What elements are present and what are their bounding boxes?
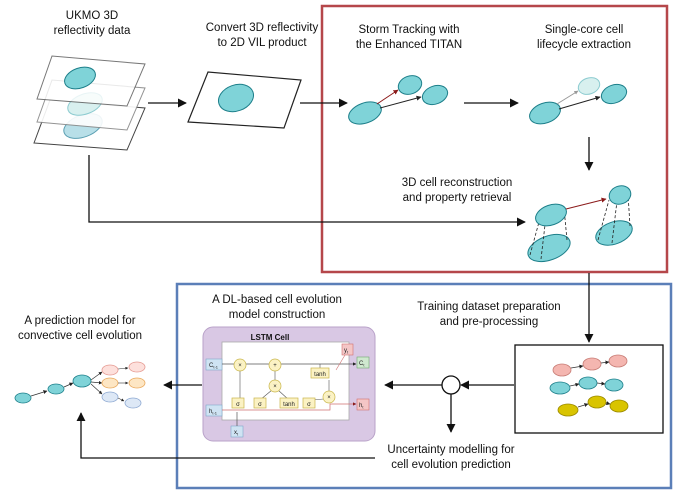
lstm-mult-1: × bbox=[238, 363, 242, 369]
reflectivity-stack bbox=[33, 55, 146, 151]
recon-label-line2: and property retrieval bbox=[403, 192, 512, 204]
arrow-stack-to-recon bbox=[88, 155, 526, 227]
lstm-sigma-1: σ bbox=[236, 402, 240, 408]
lifecycle-cells bbox=[529, 77, 628, 125]
ukmo-label-line1: UKMO 3D bbox=[66, 10, 118, 22]
convert-label-line1: Convert 3D reflectivity bbox=[206, 22, 319, 34]
storm-label-line1: Storm Tracking with bbox=[359, 24, 460, 36]
lstm-h-out: ht bbox=[359, 403, 364, 410]
arrow-uncertainty-to-prediction bbox=[76, 412, 375, 459]
train-label-line2: and pre-processing bbox=[440, 316, 538, 328]
lstm-plus: + bbox=[273, 363, 277, 369]
dl-label-line1: A DL-based cell evolution bbox=[212, 294, 342, 306]
training-samples bbox=[549, 354, 629, 417]
unc-label-line1: Uncertainty modelling for bbox=[387, 444, 514, 456]
prediction-cells bbox=[14, 361, 146, 409]
single-label-line1: Single-core cell bbox=[545, 24, 624, 36]
lstm-x-in: xt bbox=[234, 430, 239, 437]
recon-label-line1: 3D cell reconstruction bbox=[402, 177, 513, 189]
lstm-tanh-2: tanh bbox=[314, 372, 326, 378]
red-processing-box bbox=[320, 4, 669, 274]
vil-product bbox=[187, 71, 302, 129]
junction-circle bbox=[441, 375, 461, 395]
reconstruction-cells bbox=[527, 185, 633, 263]
lstm-h-prev: ht-1 bbox=[209, 409, 218, 416]
lstm-sigma-3: σ bbox=[307, 402, 311, 408]
single-label-line2: lifecycle extraction bbox=[537, 39, 631, 51]
train-label-line1: Training dataset preparation bbox=[417, 301, 560, 313]
lstm-c-prev: Ct-1 bbox=[209, 363, 219, 370]
lstm-y-out: yt bbox=[344, 348, 349, 355]
pred-label-line2: convective cell evolution bbox=[18, 330, 142, 342]
convert-label-line2: to 2D VIL product bbox=[217, 37, 307, 49]
lstm-sigma-2: σ bbox=[258, 402, 262, 408]
lstm-tanh-1: tanh bbox=[283, 402, 295, 408]
dl-label-line2: model construction bbox=[229, 309, 326, 321]
blue-model-box bbox=[175, 282, 673, 490]
ukmo-label-line2: reflectivity data bbox=[54, 25, 131, 37]
lstm-cell-diagram: LSTM Cell Ct-1 ht-1 xt yt Ct ht × + × bbox=[202, 326, 376, 442]
lstm-mult-3: × bbox=[327, 395, 331, 401]
pred-label-line1: A prediction model for bbox=[24, 315, 135, 327]
unc-label-line2: cell evolution prediction bbox=[391, 459, 511, 471]
lstm-mult-2: × bbox=[273, 384, 277, 390]
storm-label-line2: the Enhanced TITAN bbox=[356, 39, 462, 51]
storm-tracking-cells bbox=[348, 75, 449, 125]
lstm-c-out: Ct bbox=[359, 361, 365, 368]
lstm-title: LSTM Cell bbox=[251, 333, 290, 342]
